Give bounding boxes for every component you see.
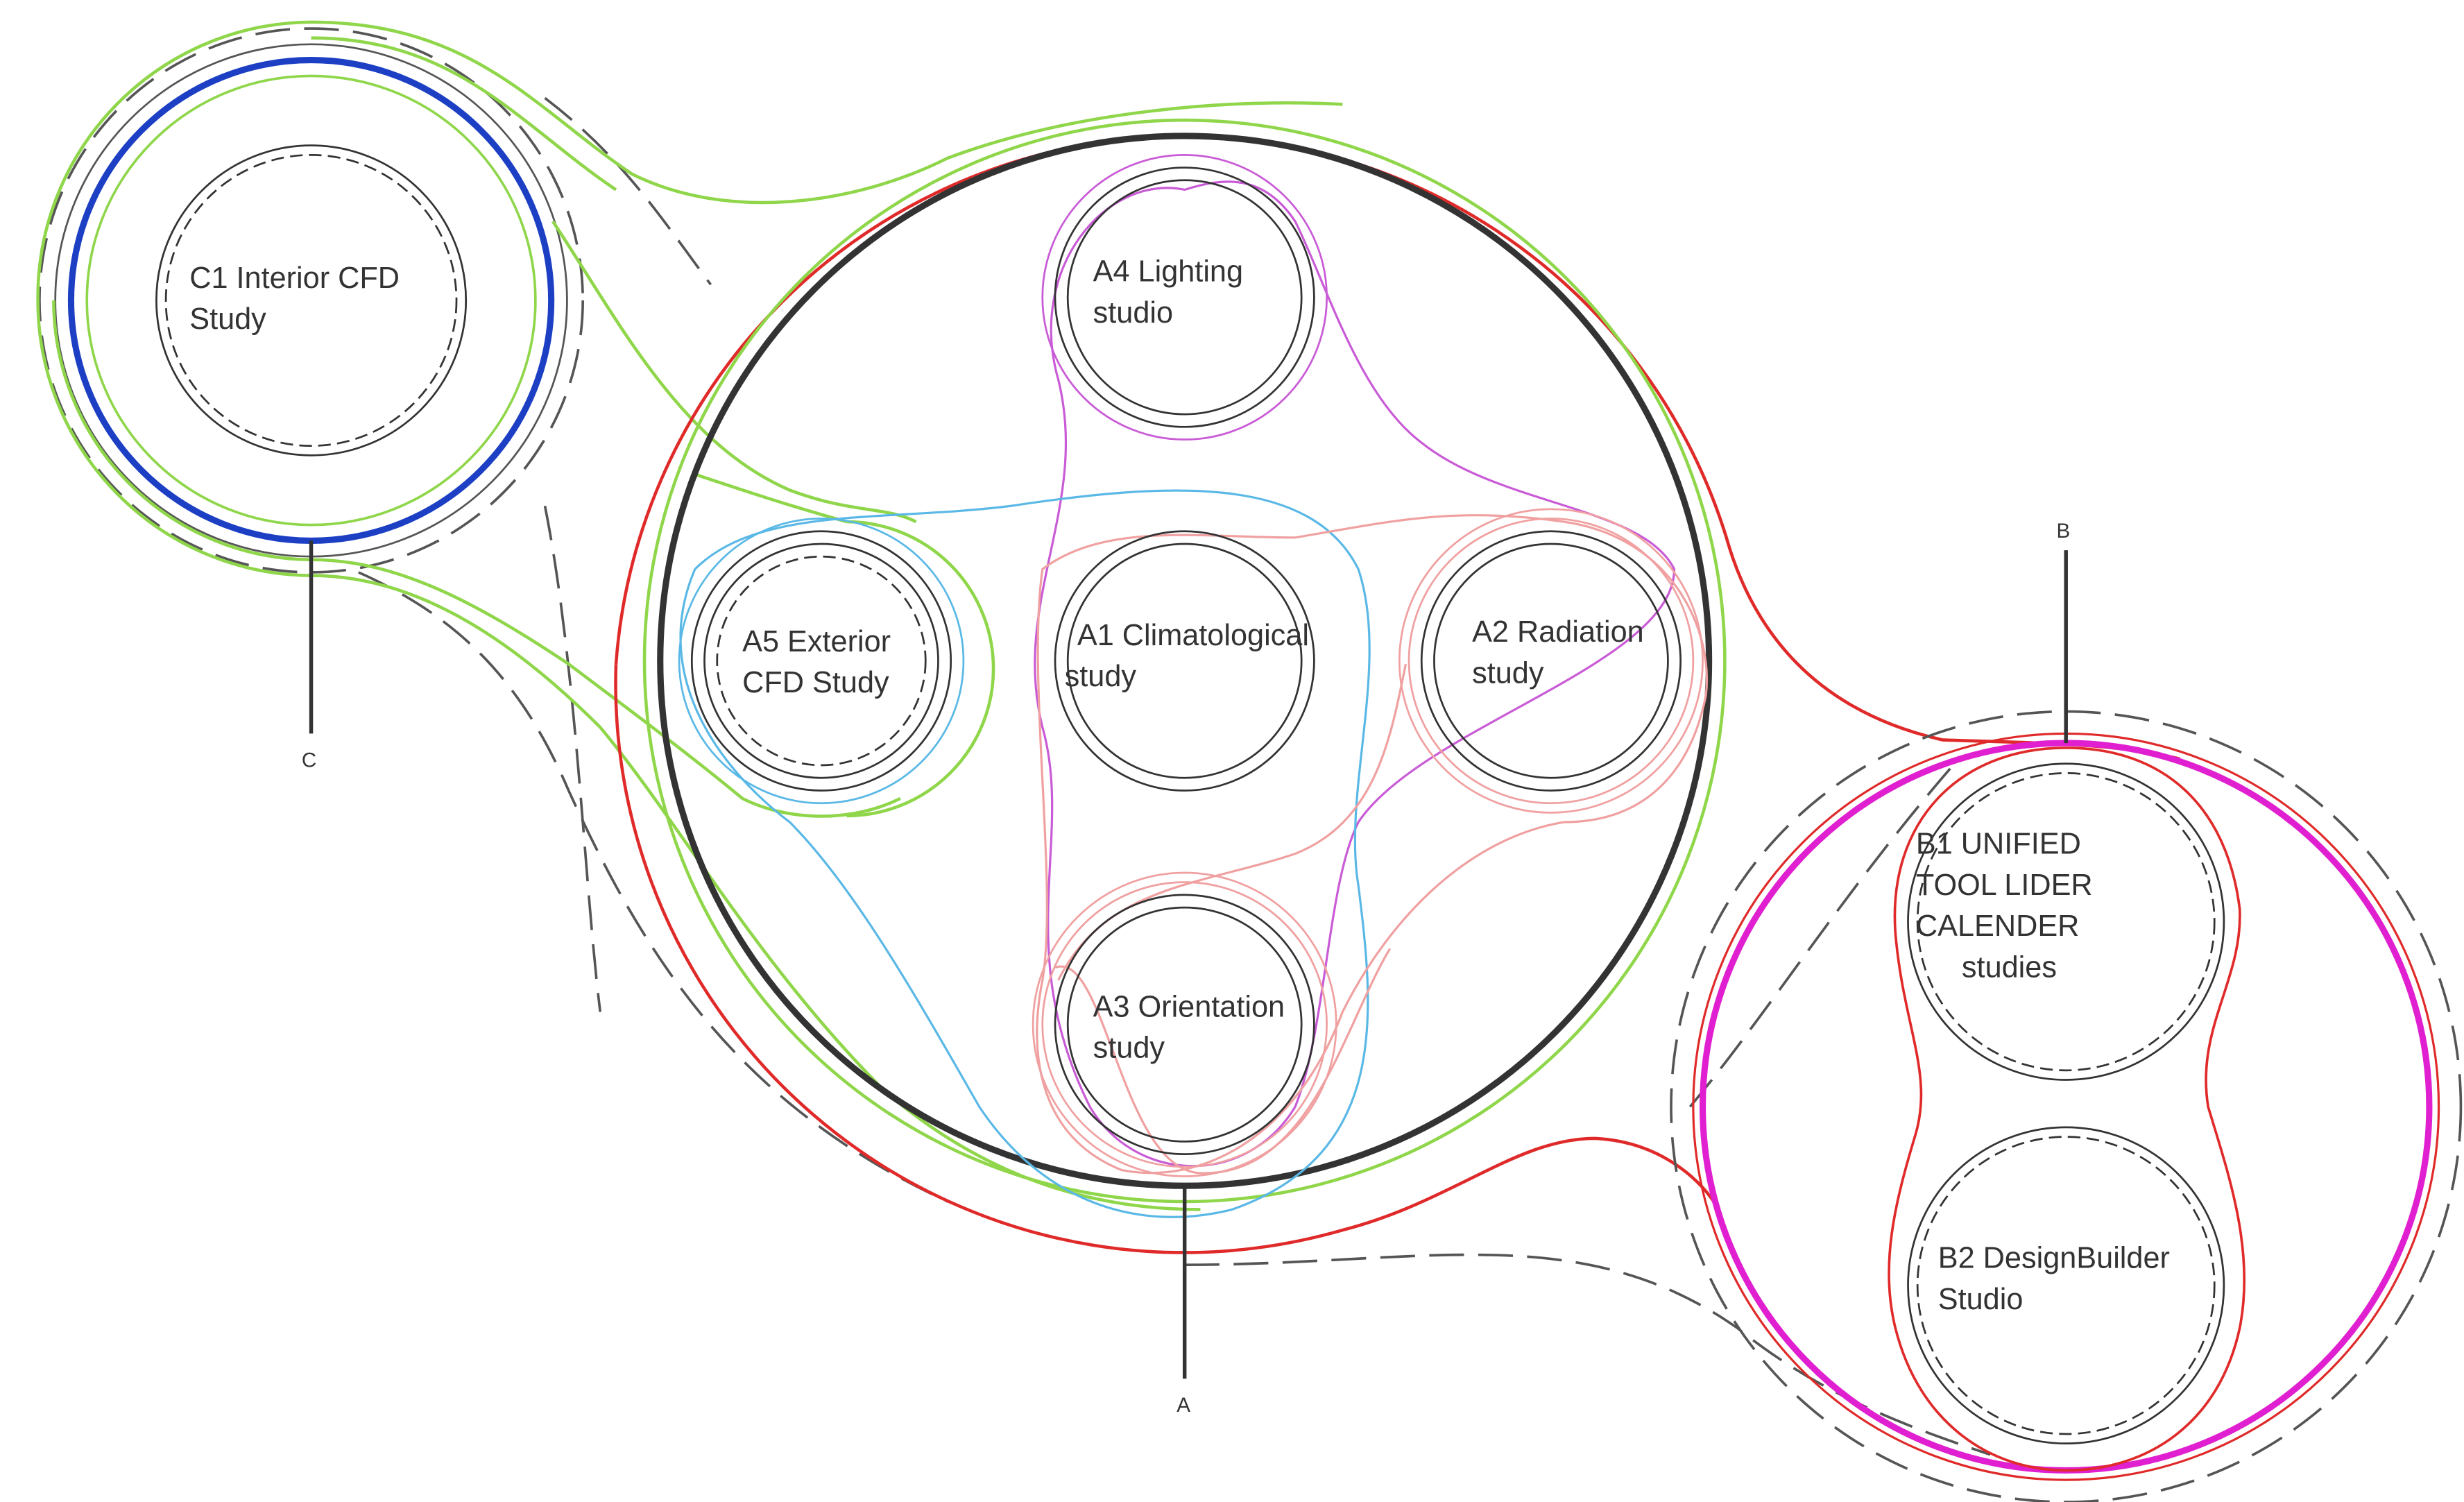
- a-salmon-rings: [1032, 508, 1704, 1177]
- a-blue-petal: [679, 489, 1371, 1218]
- node-a1-label: A1 Climatological study: [1065, 619, 1309, 693]
- group-label-b: B: [2057, 520, 2071, 543]
- b-dashed-ring: [1670, 710, 2463, 1502]
- node-a2-line2: study: [1472, 656, 1544, 690]
- node-b2-line1: B2 DesignBuilder: [1938, 1242, 2170, 1275]
- green-envelope: [36, 20, 1343, 1211]
- group-label-a: A: [1177, 1394, 1190, 1417]
- node-b1-label: B1 UNIFIED TOOL LIDER CALENDER studies: [1916, 828, 2093, 984]
- node-a2-line1: A2 Radiation: [1472, 615, 1644, 649]
- c-dashed-ring: [38, 27, 585, 574]
- node-c1-label: C1 Interior CFD Study: [189, 262, 400, 336]
- node-b2-line2: Studio: [1938, 1283, 2024, 1316]
- node-a1-line1: A1 Climatological: [1077, 619, 1309, 652]
- a-main-circle: [657, 133, 1713, 1189]
- a-salmon-petals: [1036, 514, 1709, 1175]
- node-c1-line2: Study: [189, 302, 266, 336]
- c-blue-circle: [67, 57, 555, 544]
- node-circles: [155, 144, 2225, 1445]
- node-b2-label: B2 DesignBuilder Studio: [1938, 1242, 2170, 1316]
- node-a5-line2: CFD Study: [742, 666, 889, 699]
- node-a4-label: A4 Lighting studio: [1093, 255, 1243, 330]
- node-b1-line2: TOOL LIDER: [1916, 869, 2093, 902]
- node-a5-label: A5 Exterior CFD Study: [742, 625, 891, 699]
- node-a2-label: A2 Radiation study: [1472, 615, 1644, 690]
- node-a4-line2: studio: [1093, 296, 1173, 330]
- node-a4-line1: A4 Lighting: [1093, 255, 1243, 289]
- node-a3-line2: study: [1093, 1032, 1165, 1065]
- node-b1-line3: CALENDER: [1916, 910, 2080, 943]
- c-green-inner: [85, 74, 537, 527]
- node-a3-line1: A3 Orientation: [1093, 990, 1285, 1023]
- node-a1-line2: study: [1065, 660, 1137, 693]
- a-magenta-petal: [1034, 180, 1676, 1168]
- a4-magenta-ring: [1041, 153, 1328, 441]
- a5-blue-ring: [678, 518, 965, 805]
- node-a3-label: A3 Orientation study: [1093, 990, 1285, 1064]
- node-c1-line1: C1 Interior CFD: [189, 262, 400, 295]
- node-b1-line1: B1 UNIFIED: [1916, 828, 2081, 861]
- node-b1-line4: studies: [1962, 950, 2057, 984]
- outer-dashed-envelope: [358, 96, 1991, 1456]
- b-red-capsule: [1888, 746, 2246, 1472]
- node-a5-line1: A5 Exterior: [742, 625, 891, 658]
- c-grey-ring: [54, 43, 568, 558]
- group-label-c: C: [302, 749, 316, 771]
